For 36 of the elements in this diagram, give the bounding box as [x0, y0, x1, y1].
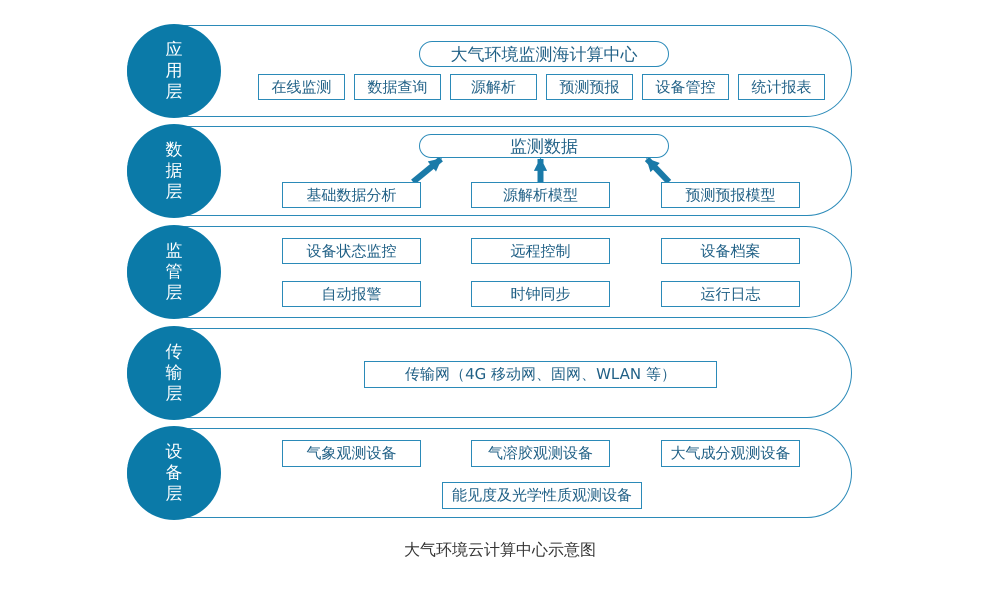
rounded-box: 监测数据 [419, 134, 669, 158]
module-box: 设备档案 [661, 238, 800, 264]
module-box: 统计报表 [738, 74, 825, 100]
module-box: 传输网（4G 移动网、固网、WLAN 等） [364, 361, 717, 388]
layer-band [127, 25, 852, 117]
layer-title: 数据层 [165, 140, 183, 202]
arrow [534, 158, 548, 182]
module-box: 气象观测设备 [282, 440, 421, 467]
module-box: 数据查询 [354, 74, 441, 100]
layer-title: 监管层 [165, 240, 183, 304]
layer-band [127, 328, 852, 418]
arrow [644, 156, 672, 184]
layer-band [127, 226, 852, 318]
module-box: 自动报警 [282, 281, 421, 307]
module-box: 大气成分观测设备 [661, 440, 800, 467]
module-box: 预测预报 [546, 74, 633, 100]
layer-title: 传输层 [165, 342, 183, 404]
module-box: 远程控制 [471, 238, 610, 264]
layer-band [127, 428, 852, 518]
module-box: 源解析 [450, 74, 537, 100]
module-box: 能见度及光学性质观测设备 [442, 482, 642, 509]
layer-title: 设备层 [165, 442, 183, 504]
module-box: 设备管控 [642, 74, 729, 100]
module-box: 设备状态监控 [282, 238, 421, 264]
module-box: 源解析模型 [471, 182, 610, 208]
layer-band [127, 126, 852, 216]
module-box: 气溶胶观测设备 [471, 440, 610, 467]
layer-title: 应用层 [165, 40, 183, 102]
module-box: 运行日志 [661, 281, 800, 307]
caption: 大气环境云计算中心示意图 [403, 540, 597, 561]
module-box: 基础数据分析 [282, 182, 421, 208]
module-box: 时钟同步 [471, 281, 610, 307]
module-box: 预测预报模型 [661, 182, 800, 208]
rounded-box: 大气环境监测海计算中心 [419, 41, 669, 67]
module-box: 在线监测 [258, 74, 345, 100]
arrow [411, 156, 443, 184]
